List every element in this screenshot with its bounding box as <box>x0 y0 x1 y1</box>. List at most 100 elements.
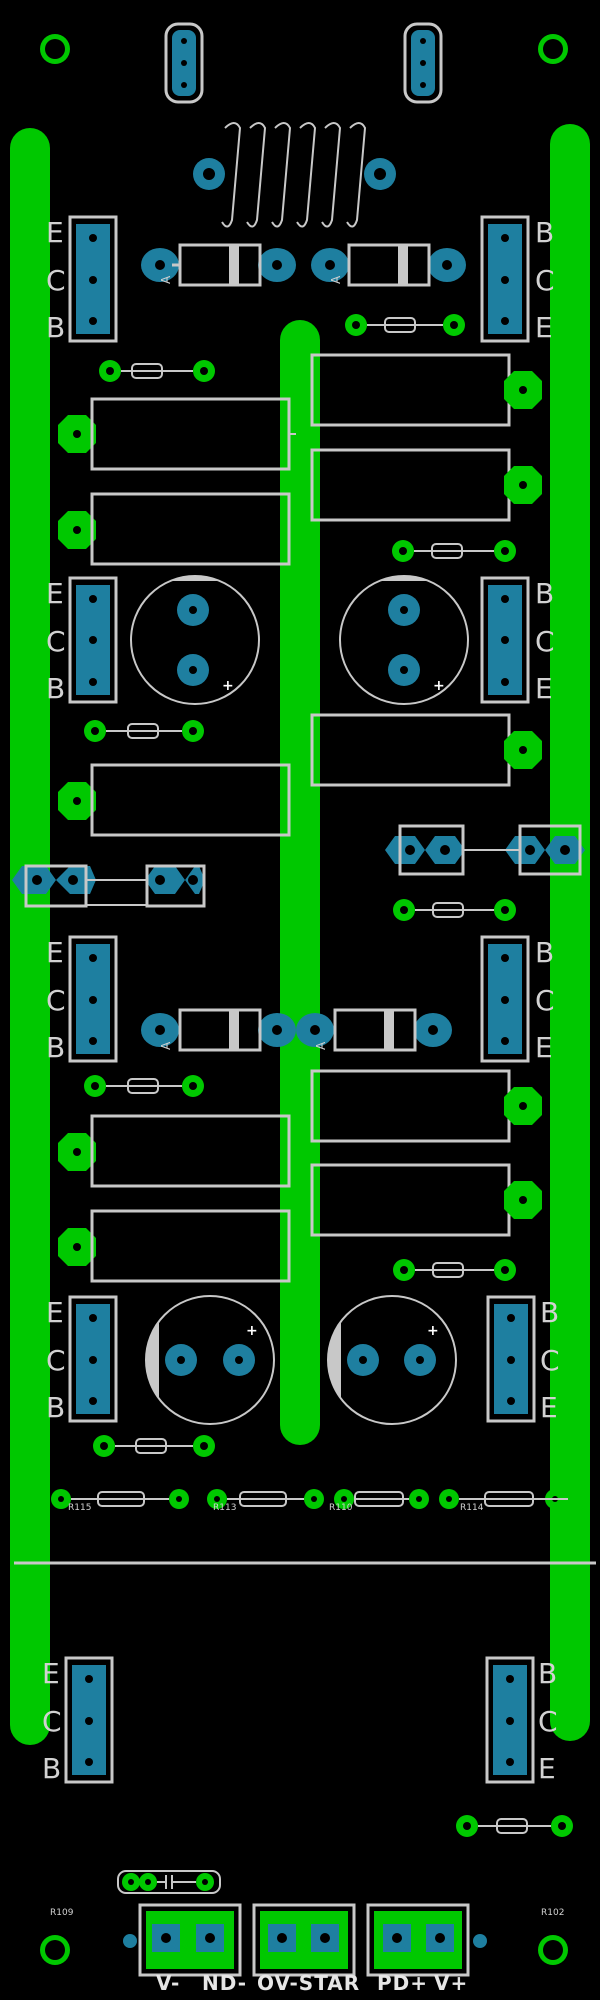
capacitor-c4: + <box>327 1295 457 1425</box>
mounting-hole-top-left <box>40 34 70 64</box>
power-resistor-left-2 <box>58 492 304 566</box>
transistor-q5: E C B <box>42 1656 114 1785</box>
power-resistor-left-3 <box>58 763 304 837</box>
pin-label-c: C <box>540 1344 560 1377</box>
terminal-block-3 <box>366 1903 487 1977</box>
transistor-q7: B C E <box>480 576 555 705</box>
power-resistor-left-1 <box>58 397 304 471</box>
resistor-r2 <box>345 314 465 336</box>
resistor-r5 <box>393 899 516 921</box>
pin-label-e: E <box>46 936 64 969</box>
capacitor-c1: + <box>130 575 260 705</box>
rail-right <box>550 124 590 1741</box>
pin-label-e: E <box>535 311 553 344</box>
pin-label-c: C <box>535 984 555 1017</box>
ref-label: R115 <box>68 1503 91 1513</box>
transistor-q1: E C B <box>46 215 118 344</box>
mounting-hole-bottom-left <box>40 1935 70 1965</box>
pin-label-c: C <box>535 264 555 297</box>
ref-label: R113 <box>213 1503 236 1513</box>
header-top-right <box>403 22 443 104</box>
terminal-block-1 <box>123 1903 242 1977</box>
anode-mark: A <box>159 1041 173 1050</box>
label-pd-plus: PD+ <box>377 1971 428 1995</box>
ref-label: R114 <box>460 1503 484 1513</box>
label-v-plus: V+ <box>434 1971 468 1995</box>
power-resistor-right-5 <box>296 1163 542 1237</box>
resistor-r114: R114 <box>439 1489 568 1513</box>
transistor-q3: E C B <box>46 935 118 1064</box>
ref-label: R102 <box>541 1908 564 1918</box>
pin-label-c: C <box>538 1705 558 1738</box>
polarity-mark: + <box>427 1323 439 1339</box>
pin-label-b: B <box>46 311 65 344</box>
pin-label-c: C <box>46 264 66 297</box>
power-resistor-right-1 <box>296 353 542 427</box>
pin-label-c: C <box>46 984 66 1017</box>
resistor-r110: R110 <box>329 1489 429 1513</box>
resistor-r9 <box>456 1815 573 1837</box>
resistor-r7 <box>393 1259 516 1281</box>
diode-d1: A <box>141 243 296 287</box>
pin-label-b: B <box>42 1752 61 1785</box>
polarity-mark: + <box>222 678 234 694</box>
transistor-q9: B C E <box>486 1295 560 1424</box>
anode-mark: A <box>314 1041 328 1050</box>
pin-label-b: B <box>540 1296 559 1329</box>
resistor-r3 <box>392 540 516 562</box>
pin-label-b: B <box>535 577 554 610</box>
pin-label-e: E <box>538 1752 556 1785</box>
header-top-left <box>164 22 204 104</box>
pin-label-b: B <box>46 1391 65 1424</box>
transistor-q8: B C E <box>480 935 555 1064</box>
diode-d2: A <box>311 243 466 287</box>
pin-label-b: B <box>46 672 65 705</box>
pin-label-b: B <box>538 1657 557 1690</box>
pin-label-b: B <box>46 1031 65 1064</box>
mounting-hole-top-right <box>538 34 568 64</box>
label-nd-minus: ND- <box>202 1971 247 1995</box>
pin-label-c: C <box>46 625 66 658</box>
pin-label-e: E <box>535 672 553 705</box>
pin-label-e: E <box>46 577 64 610</box>
terminal-block-2 <box>252 1903 356 1977</box>
power-resistor-right-4 <box>296 1069 542 1143</box>
power-resistor-right-2 <box>296 448 542 522</box>
jumper-left <box>12 864 206 908</box>
pin-label-c: C <box>46 1344 66 1377</box>
transistor-q4: E C B <box>46 1295 118 1424</box>
pin-label-b: B <box>535 216 554 249</box>
inductor-coil <box>193 122 396 228</box>
resistor-r6 <box>84 1075 204 1097</box>
diode-d3: A <box>141 1008 296 1052</box>
pin-label-e: E <box>535 1031 553 1064</box>
pin-label-e: E <box>540 1391 558 1424</box>
polarity-mark: + <box>246 1323 258 1339</box>
mounting-hole-bottom-right <box>538 1935 568 1965</box>
pin-label-c: C <box>535 625 555 658</box>
power-resistor-left-4 <box>58 1114 304 1188</box>
label-v-minus: V- <box>156 1971 180 1995</box>
power-rails <box>10 124 590 1745</box>
power-resistor-right-3 <box>296 713 542 787</box>
ref-label: R109 <box>50 1908 74 1918</box>
capacitor-c2: + <box>339 575 469 705</box>
resistor-r8 <box>93 1435 215 1457</box>
transistor-q2: E C B <box>46 576 118 705</box>
pin-label-e: E <box>46 1296 64 1329</box>
resistor-r1 <box>99 360 215 382</box>
pin-label-c: C <box>42 1705 62 1738</box>
polarity-mark: + <box>433 678 445 694</box>
resistor-r113: R113 <box>207 1489 324 1513</box>
transistor-q6: B C E <box>480 215 555 344</box>
anode-mark: A <box>329 275 343 284</box>
pin-label-e: E <box>42 1657 60 1690</box>
anode-mark: A <box>159 275 173 284</box>
ref-label: R110 <box>329 1503 353 1513</box>
pin-label-e: E <box>46 216 64 249</box>
resistor-r115: R115 <box>51 1489 189 1513</box>
label-ov-star: OV-STAR <box>257 1971 360 1995</box>
pin-label-b: B <box>535 936 554 969</box>
small-capacitor <box>117 1870 221 1894</box>
